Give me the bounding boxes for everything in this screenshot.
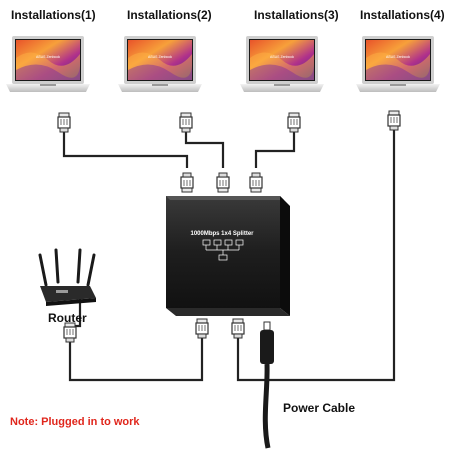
rj45-connector-icon [63,322,77,343]
rj45-connector-icon [179,112,193,133]
cable-2 [184,132,225,168]
rj45-connector-icon [195,318,209,339]
laptop-icon [240,36,324,92]
rj45-connector-icon [57,112,71,133]
power-cable [260,321,274,449]
rj45-connector-icon [287,112,301,133]
laptop-icon [6,36,90,92]
power-cable-label: Power Cable [283,401,356,415]
rj45-connector-icon [216,172,230,193]
installation-4-label: Installations(4) [360,8,445,22]
rj45-connector-icon [180,172,194,193]
splitter-title: 1000Mbps 1x4 Splitter [190,231,254,237]
installation-1-label: Installations(1) [11,8,96,22]
laptop-3: ASUS Zenbook [240,36,324,92]
screen-brand: ASUS Zenbook [386,55,410,59]
laptop-1: ASUS Zenbook [6,36,90,92]
installation-2-label: Installations(2) [127,8,212,22]
note-text: Note: Plugged in to work [10,416,140,428]
laptop-4: ASUS Zenbook [356,36,440,92]
laptop-icon [118,36,202,92]
laptop-icon [356,36,440,92]
rj45-connector-icon [249,172,263,193]
installation-3-label: Installations(3) [254,8,339,22]
cable-4 [236,130,396,382]
cable-3 [254,132,296,168]
rj45-connector-icon [387,110,401,131]
rj45-connector-icon [231,318,245,339]
laptop-2: ASUS Zenbook [118,36,202,92]
screen-brand: ASUS Zenbook [36,55,60,59]
screen-brand: ASUS Zenbook [270,55,294,59]
cable-1 [62,132,189,168]
router-icon [38,248,96,306]
router-cable [68,338,204,382]
screen-brand: ASUS Zenbook [148,55,172,59]
router-label: Router [48,311,87,325]
network-diagram-icon [202,239,244,261]
splitter-box: 1000Mbps 1x4 Splitter [166,196,290,316]
